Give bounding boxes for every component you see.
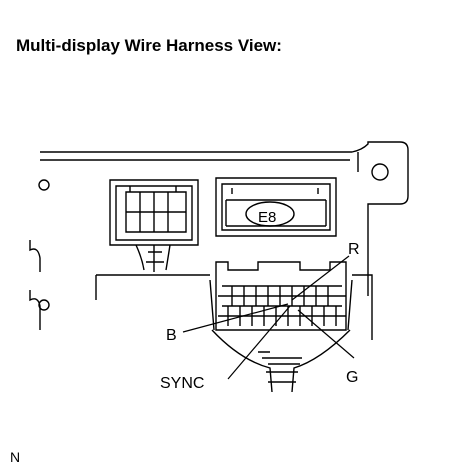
display-housing: [29, 141, 409, 340]
wire-label-sync: SYNC: [160, 375, 204, 392]
wire-bundle: [211, 329, 351, 393]
connector-label-e8: E8: [258, 209, 276, 226]
left-connector: [109, 179, 199, 272]
leader-sync: [227, 305, 291, 380]
wire-label-b: B: [166, 327, 177, 344]
leader-r: [291, 255, 350, 301]
e8-connector: [215, 177, 337, 237]
leader-b: [182, 303, 289, 333]
wire-label-r: R: [348, 241, 360, 258]
figure-code: N: [10, 449, 21, 465]
figure-title: Multi-display Wire Harness View:: [16, 36, 282, 55]
leader-g: [297, 309, 355, 359]
e8-label-ring: [245, 201, 295, 227]
wire-label-g: G: [346, 369, 358, 386]
main-connector: [209, 261, 353, 331]
leader-lines: [182, 255, 355, 380]
